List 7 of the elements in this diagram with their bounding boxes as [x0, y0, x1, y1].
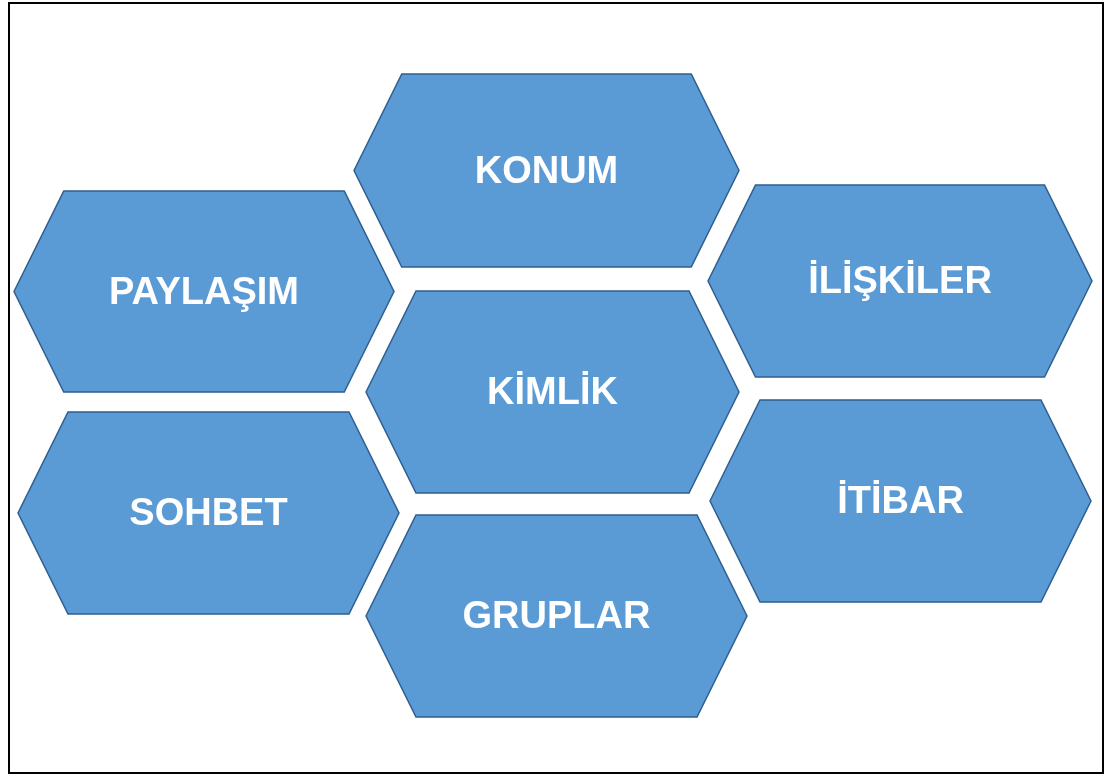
hexagon-label: PAYLAŞIM [108, 268, 299, 314]
hexagon-label: KONUM [474, 147, 619, 193]
hexagon-label: İTİBAR [837, 478, 964, 524]
hexagon-label: KİMLİK [487, 369, 618, 415]
hexagon-label: GRUPLAR [462, 593, 651, 639]
hexagon-label: SOHBET [129, 490, 288, 536]
hexagon-label: İLİŞKİLER [808, 258, 992, 304]
